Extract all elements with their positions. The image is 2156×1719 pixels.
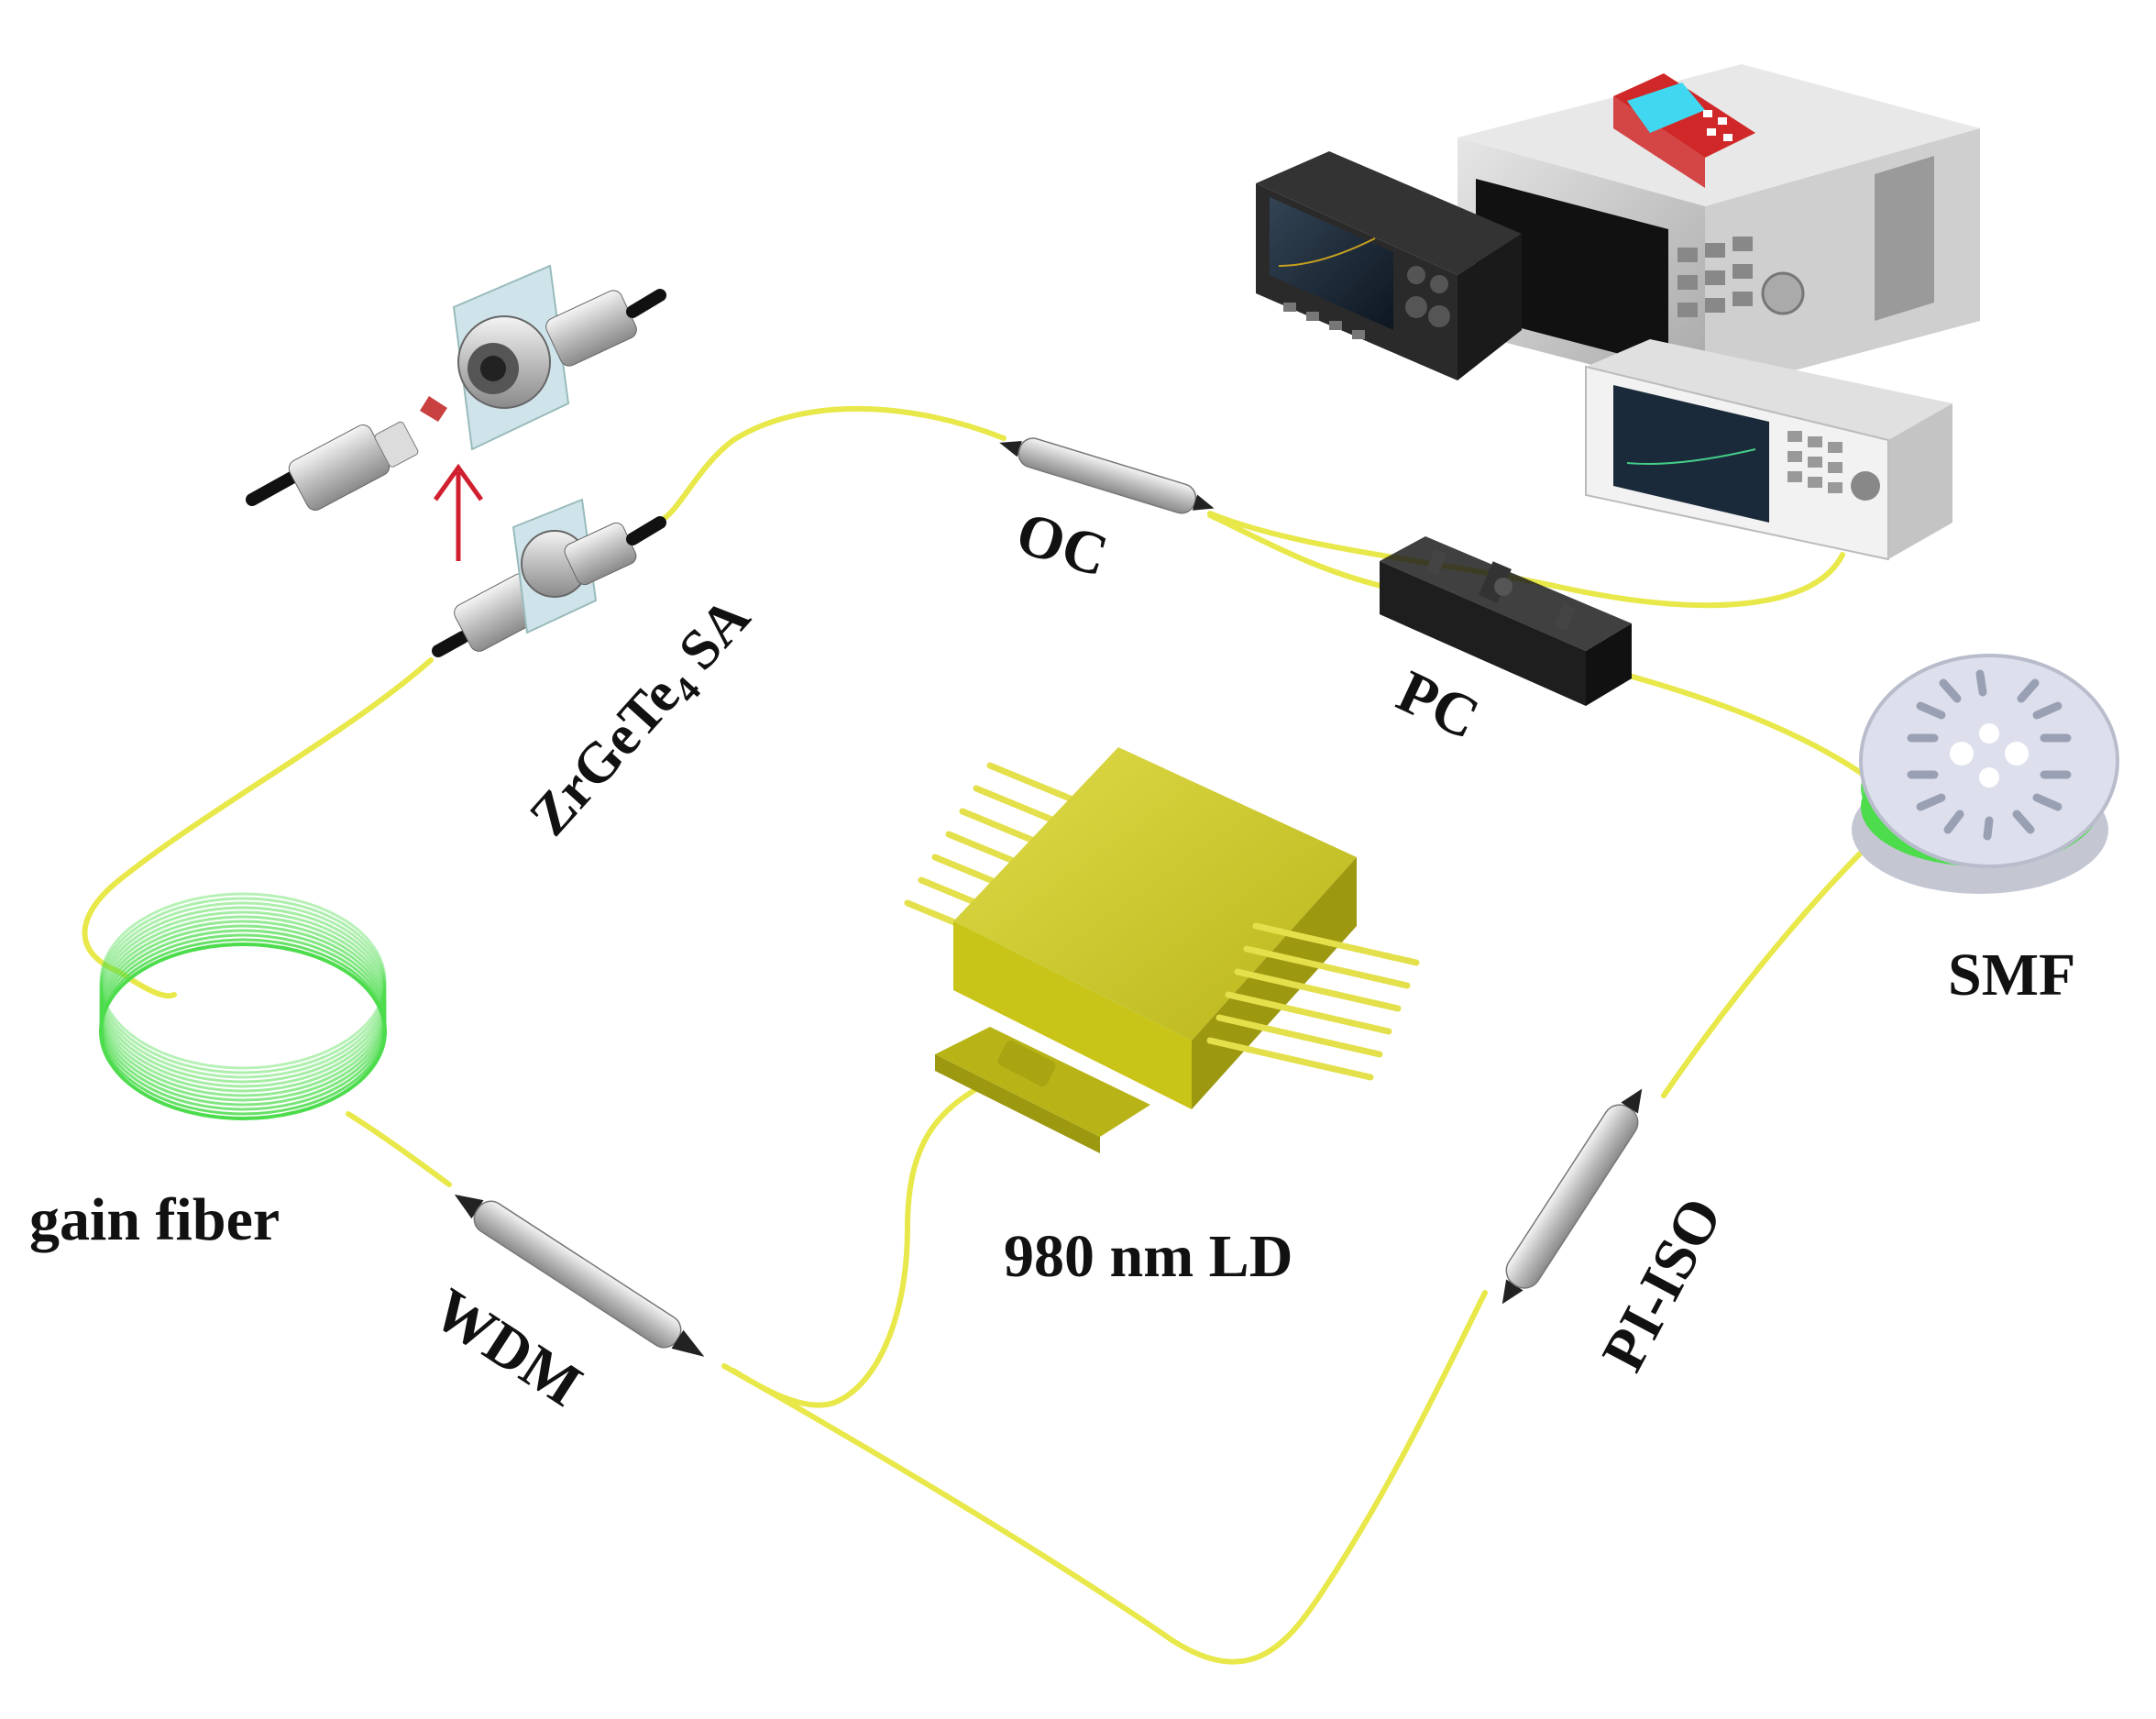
wdm-coupler [454, 1194, 705, 1357]
fiber-cables [82, 406, 1891, 1665]
ld-front-pins [1206, 922, 1420, 1081]
label-isolator: PI-ISO [1590, 1187, 1735, 1382]
fiber-sa-to-gain [82, 657, 434, 999]
oscilloscope [1256, 151, 1522, 380]
label-wdm: WDM [422, 1275, 593, 1419]
fiber-wdm-to-ld [731, 1079, 993, 1408]
power-meter [1613, 73, 1755, 188]
label-smf: SMF [1948, 942, 2075, 1008]
output-coupler [999, 437, 1215, 514]
sa-assembled [432, 498, 666, 657]
isolator [1502, 1088, 1643, 1305]
spectrum-analyzer [1585, 339, 1952, 561]
laser-diode-pump [904, 747, 1420, 1153]
fiber-gain-to-wdm [346, 1111, 452, 1187]
fiber-iso-to-smf [1661, 841, 1873, 1098]
fiber-oc-to-osa [1207, 511, 1845, 609]
label-output-coupler: OC [1009, 500, 1116, 590]
label-gain-fiber: gain fiber [29, 1186, 280, 1253]
label-saturable-absorber: ZrGeTe4 SA [518, 586, 767, 852]
fiber-smf-to-pc [1620, 671, 1891, 796]
instruments [1256, 64, 1980, 561]
label-laser-diode: 980 nm LD [1004, 1223, 1292, 1290]
polarization-controller [1380, 536, 1632, 706]
smf-spool [1852, 654, 2119, 894]
zoom-arrow-icon [433, 463, 484, 561]
fiber-oc-to-sa [657, 406, 1006, 523]
sa-exploded-view [246, 264, 666, 511]
fiber-pc-to-oc [1207, 512, 1387, 590]
label-polarization-controller: PC [1388, 657, 1490, 752]
gain-fiber-coil [99, 892, 387, 1120]
saturable-absorber-connector [246, 264, 666, 657]
fiber-wdm-to-iso [721, 1290, 1488, 1665]
